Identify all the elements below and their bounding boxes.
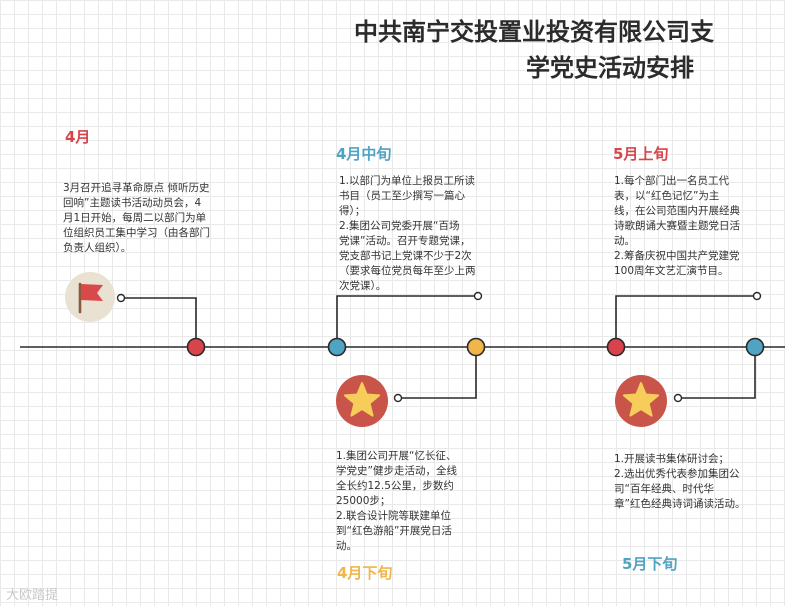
text-line: （要求每位党员每年至少上两 [339, 265, 476, 277]
watermark: 大欧踏提 [6, 588, 59, 603]
text-line: 位组织员工集中学习（由各部门 [63, 227, 210, 239]
text-line: 月1日开始，每周二以部门为单 [63, 212, 207, 224]
text-line: 1.集团公司开展“忆长征、 [336, 450, 457, 462]
text-line: 司“百年经典、时代华 [614, 483, 714, 495]
text-line: 到“红色游船”开展党日活 [336, 525, 452, 537]
title-line-1: 中共南宁交投置业投资有限公司支 [354, 17, 714, 46]
label-may-early: 5月上旬 [613, 145, 669, 163]
text-line: 2.选出优秀代表参加集团公 [614, 468, 740, 480]
flag-icon [65, 272, 115, 322]
node-april-late [466, 337, 486, 357]
text-line: 100周年文艺汇演节目。 [614, 265, 729, 277]
text-line: 3月召开追寻革命原点 倾听历史 [63, 182, 210, 194]
text-line: 党课”活动。召开专题党课， [339, 235, 471, 247]
text-line: 表，以“红色记忆”为主 [614, 190, 720, 202]
node-april-mid [327, 337, 347, 357]
text-line: 章”红色经典诗词诵读活动。 [614, 498, 746, 510]
text-line: 回响”主题读书活动动员会，4 [63, 197, 202, 209]
connector-end-may-early [752, 291, 762, 301]
node-april [186, 337, 206, 357]
text-line: 动。 [336, 540, 357, 552]
connector-may-early [615, 295, 755, 347]
connector-end-april-mid [473, 291, 483, 301]
label-may-late: 5月下旬 [622, 555, 678, 573]
text-may-late: 1.开展读书集体研讨会； 2.选出优秀代表参加集团公 司“百年经典、时代华 章”… [614, 452, 745, 512]
text-line: 全长约12.5公里，步数约 [336, 480, 454, 492]
label-april-mid: 4月中旬 [336, 145, 392, 163]
text-april-mid: 1.以部门为单位上报员工所读 书目（员工至少撰写一篇心 得）； 2.集团公司党委… [339, 174, 476, 294]
text-line: 线，在公司范围内开展经典 [614, 205, 740, 217]
connector-april-mid [336, 295, 476, 347]
text-may-early: 1.每个部门出一名员工代 表，以“红色记忆”为主 线，在公司范围内开展经典 诗歌… [614, 174, 740, 279]
text-line: 诗歌朗诵大赛暨主题党日活 [614, 220, 740, 232]
title-line-2: 学党史活动安排 [526, 53, 694, 82]
text-line: 2.集团公司党委开展“百场 [339, 220, 460, 232]
text-line: 1.开展读书集体研讨会； [614, 453, 730, 465]
text-line: 2.筹备庆祝中国共产党建党 [614, 250, 740, 262]
text-line: 2.联合设计院等联建单位 [336, 510, 452, 522]
node-may-early [606, 337, 626, 357]
connector-april-late [400, 347, 477, 399]
connector-april [122, 297, 197, 347]
text-line: 次党课）。 [339, 280, 387, 292]
text-april: 3月召开追寻革命原点 倾听历史 回响”主题读书活动动员会，4 月1日开始，每周二… [63, 181, 210, 256]
label-april: 4月 [65, 128, 91, 146]
label-april-late: 4月下旬 [337, 564, 393, 582]
connector-end-may-late [673, 393, 683, 403]
text-line: 1.以部门为单位上报员工所读 [339, 175, 476, 187]
star-icon-may-late [615, 375, 667, 427]
connector-may-late [680, 347, 756, 399]
text-line: 25000步； [336, 495, 391, 507]
node-may-late [745, 337, 765, 357]
text-line: 书目（员工至少撰写一篇心 [339, 190, 465, 202]
text-line: 动。 [614, 235, 635, 247]
connector-end-april-late [393, 393, 403, 403]
text-line: 学党史”健步走活动，全线 [336, 465, 457, 477]
text-line: 党支部书记上党课不少于2次 [339, 250, 472, 262]
text-line: 负责人组织）。 [63, 242, 132, 254]
text-line: 1.每个部门出一名员工代 [614, 175, 730, 187]
star-icon-april-late [336, 375, 388, 427]
text-line: 得）； [339, 205, 366, 217]
text-april-late: 1.集团公司开展“忆长征、 学党史”健步走活动，全线 全长约12.5公里，步数约… [336, 449, 457, 554]
connector-end-april [116, 293, 126, 303]
